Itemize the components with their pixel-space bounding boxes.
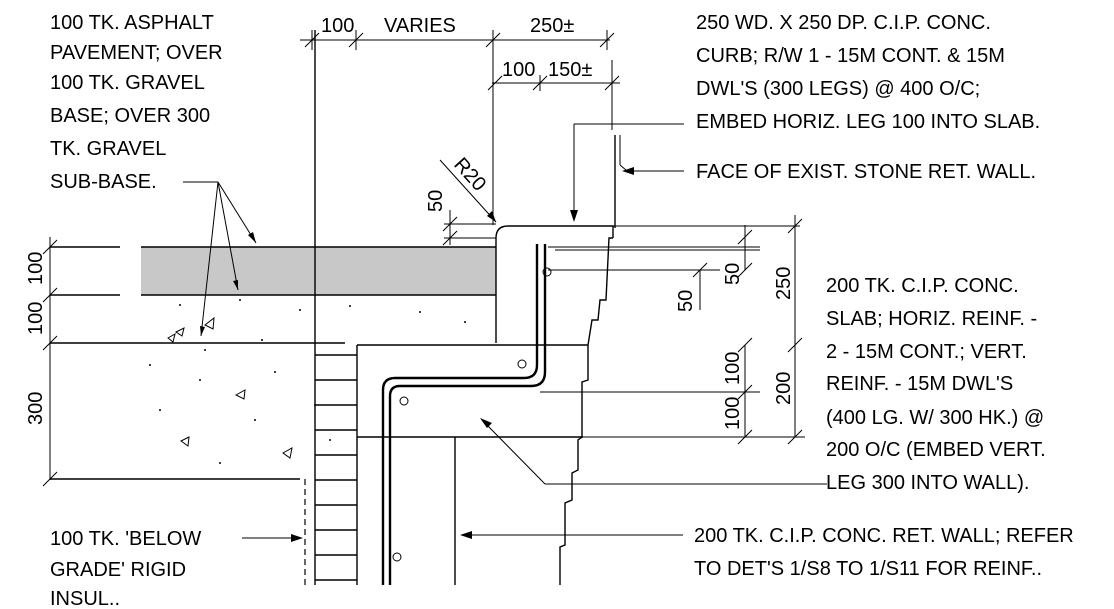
svg-text:250 WD. X 250 DP. C.I.P. CONC.: 250 WD. X 250 DP. C.I.P. CONC. [696,12,991,34]
dim-right-250: 250 [773,267,795,300]
rebar-cont-3 [399,396,409,406]
dim-left-300: 300 [25,392,47,425]
stone-wall-break-2 [619,164,627,171]
asphalt-arrow-2 [233,280,238,290]
svg-text:(400 LG. W/ 300 HK.) @: (400 LG. W/ 300 HK.) @ [826,407,1044,429]
svg-text:200 O/C (EMBED VERT.: 200 O/C (EMBED VERT. [826,439,1046,461]
dim-right-50a: 50 [675,290,697,312]
dim-top-100b: 100 [502,59,535,81]
slab-leader-diag [484,422,546,485]
stone-wall-arrow [622,167,634,175]
r20-arrowhead [487,211,496,222]
curb-note: 250 WD. X 250 DP. C.I.P. CONC. CURB; R/W… [696,12,1040,133]
curb-outline [495,225,614,343]
insulation-arrow [291,534,303,542]
dim-right-100a: 100 [722,352,744,385]
svg-text:2 - 15M CONT.; VERT.: 2 - 15M CONT.; VERT. [826,341,1027,363]
dim-left-100a: 100 [25,252,47,285]
rebar-cont-4 [392,552,402,562]
svg-text:200 TK. C.I.P. CONC.: 200 TK. C.I.P. CONC. [826,275,1019,297]
dim-top-varies: VARIES [384,15,456,37]
asphalt-arrow-3 [200,326,205,336]
svg-text:PAVEMENT; OVER: PAVEMENT; OVER [50,42,223,64]
existing-stone-wall-face [559,237,613,585]
asphalt-arrow-1 [248,232,256,243]
svg-text:DWL'S (300 LEGS) @ 400 O/C;: DWL'S (300 LEGS) @ 400 O/C; [696,78,980,100]
left-dimension-lines [42,237,58,487]
curb-rebar-l [381,244,539,585]
dim-top-250: 250± [530,15,574,37]
svg-text:100 TK. GRAVEL: 100 TK. GRAVEL [50,72,205,94]
svg-text:LEG 300 INTO WALL).: LEG 300 INTO WALL). [826,472,1029,494]
dim-left-100b: 100 [25,302,47,335]
svg-text:INSUL..: INSUL.. [50,588,120,609]
svg-text:100 TK. 'BELOW: 100 TK. 'BELOW [50,528,201,550]
curb-arrow [570,210,578,222]
svg-text:CURB; R/W 1 - 15M CONT. & 15M: CURB; R/W 1 - 15M CONT. & 15M [696,45,1005,67]
svg-text:100 TK. ASPHALT: 100 TK. ASPHALT [50,12,214,34]
slab-note: 200 TK. C.I.P. CONC. SLAB; HORIZ. REINF.… [826,275,1046,494]
rebar-cont-1 [542,267,552,277]
svg-text:GRADE' RIGID: GRADE' RIGID [50,559,186,581]
svg-text:EMBED HORIZ. LEG 100 INTO SLAB: EMBED HORIZ. LEG 100 INTO SLAB. [696,111,1040,133]
right-dimension-lines [540,215,805,445]
curb-rebar-l-inner [388,244,547,585]
stone-wall-note: FACE OF EXIST. STONE RET. WALL. [696,161,1036,183]
top-dimensions [300,30,620,225]
r20-leader [439,159,497,223]
dim-right-50b: 50 [722,263,744,285]
svg-text:200 TK. C.I.P. CONC. RET. WALL: 200 TK. C.I.P. CONC. RET. WALL; REFER [694,525,1074,547]
dim-r20: R20 [449,154,490,196]
svg-text:BASE; OVER 300: BASE; OVER 300 [50,105,210,127]
dim-right-200: 200 [773,372,795,405]
dim-left-50: 50 [425,190,447,212]
dim-top-100: 100 [321,15,354,37]
slab-arrow [480,418,492,428]
asphalt-note: 100 TK. ASPHALT PAVEMENT; OVER 100 TK. G… [50,12,223,193]
insulation-hatch [315,354,357,581]
svg-text:TK. GRAVEL: TK. GRAVEL [50,138,166,160]
dim-50-left-lines [442,210,496,246]
ret-wall-arrow [460,531,472,539]
ret-wall-note: 200 TK. C.I.P. CONC. RET. WALL; REFER TO… [694,525,1074,580]
svg-text:SLAB; HORIZ. REINF. -: SLAB; HORIZ. REINF. - [826,308,1037,330]
svg-text:TO DET'S 1/S8 TO 1/S11 FOR REI: TO DET'S 1/S8 TO 1/S11 FOR REINF.. [694,558,1042,580]
dim-right-100b: 100 [722,397,744,430]
insulation-note: 100 TK. 'BELOW GRADE' RIGID INSUL.. [50,528,201,609]
gravel-aggregate-hatch [149,299,466,464]
dim-top-150: 150± [548,59,592,81]
rebar-cont-2 [517,359,527,369]
asphalt-pavement-layer [141,247,496,295]
svg-text:SUB-BASE.: SUB-BASE. [50,171,157,193]
asphalt-note-leaders [183,181,257,337]
svg-text:REINF. - 15M DWL'S: REINF. - 15M DWL'S [826,373,1013,395]
